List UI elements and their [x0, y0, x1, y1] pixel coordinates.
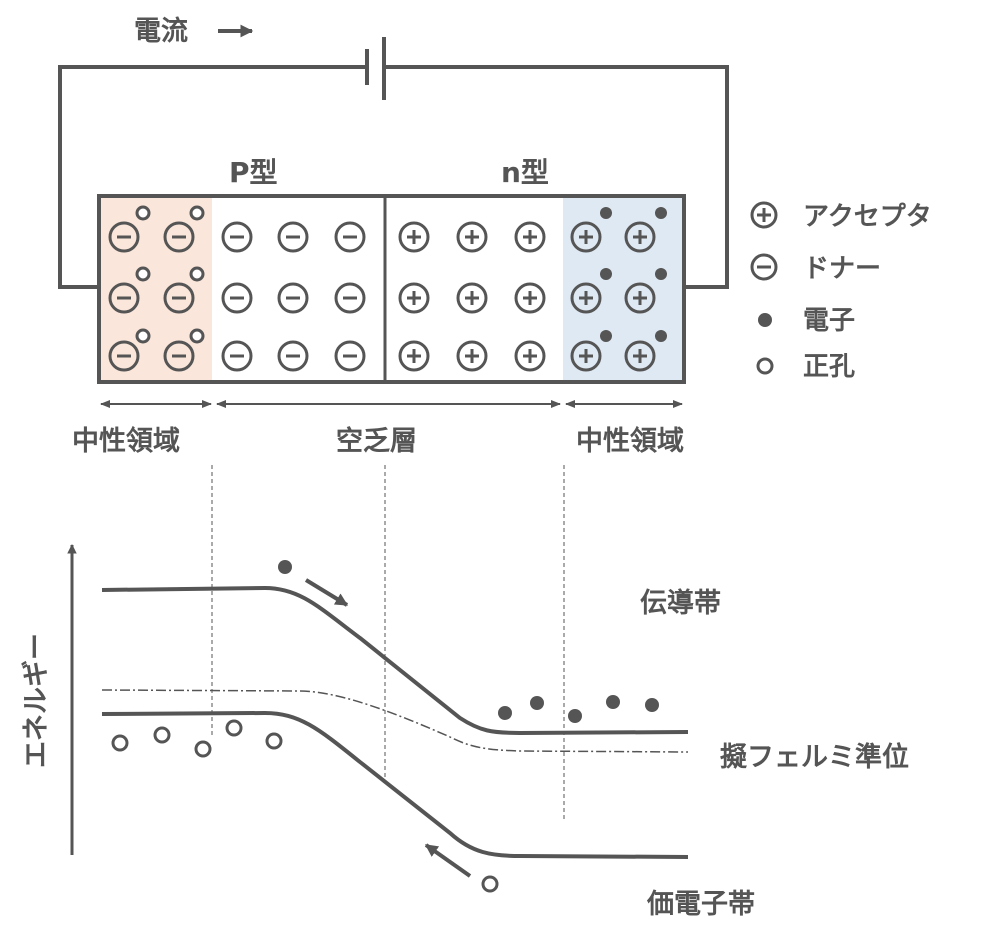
donor-ion-icon [221, 282, 253, 314]
ion-grid [108, 205, 667, 372]
acceptor-ion-icon [398, 221, 430, 253]
acceptor-ion-icon [570, 282, 602, 314]
donor-ion-icon [163, 221, 195, 253]
donor-ion-icon [163, 340, 195, 372]
valence-band-curve [101, 710, 689, 859]
legend-hole-label: 正孔 [803, 352, 855, 382]
electron-flow-arrow-icon [304, 578, 349, 607]
donor-ion-icon [108, 221, 140, 253]
band-electron [498, 706, 512, 720]
band-electron [645, 698, 659, 712]
acceptor-ion-icon [570, 221, 602, 253]
electron-dot [655, 330, 667, 342]
band-hole [265, 732, 283, 750]
n-type-label: n型 [501, 156, 549, 189]
band-electron [606, 695, 620, 709]
donor-ion-icon [108, 340, 140, 372]
legend: アクセプタ ドナー 電子 正孔 [750, 201, 932, 382]
hole-dot [135, 328, 151, 344]
donor-ion-icon [221, 221, 253, 253]
donor-ion-icon [221, 340, 253, 372]
legend-acceptor-label: アクセプタ [803, 202, 932, 232]
acceptor-ion-icon [570, 340, 602, 372]
band-electron [278, 560, 292, 574]
right-neutral-region-label: 中性領域 [576, 425, 684, 457]
donor-ion-icon [277, 221, 309, 253]
acceptor-ion-icon [456, 282, 488, 314]
band-hole [153, 726, 171, 744]
band-hole [194, 740, 212, 758]
band-hole [111, 734, 129, 752]
quasi-fermi-level-label: 擬フェルミ準位 [720, 741, 909, 773]
band-electron [568, 709, 582, 723]
valence-band-label: 価電子帯 [646, 888, 755, 920]
donor-ion-icon [277, 340, 309, 372]
quasi-fermi-level-line [101, 689, 689, 753]
electron-dot [655, 268, 667, 280]
depletion-layer-label: 空乏層 [336, 425, 417, 457]
donor-ion-icon [163, 282, 195, 314]
band-hole [225, 719, 243, 737]
legend-electron-label: 電子 [803, 306, 855, 336]
hole-dot [135, 205, 151, 221]
pn-junction-block [97, 194, 686, 384]
circle-minus-icon [750, 253, 778, 281]
region-boundary-guides [211, 465, 565, 822]
band-hole [481, 875, 499, 893]
band-electron [530, 696, 544, 710]
electron-dot [600, 330, 612, 342]
donor-ion-icon [334, 340, 366, 372]
acceptor-ion-icon [398, 340, 430, 372]
hole-dot [189, 205, 205, 221]
hole-flow-arrow-icon [424, 843, 472, 878]
hole-dot [135, 266, 151, 282]
current-label: 電流 [134, 16, 188, 47]
electron-dot [600, 207, 612, 219]
acceptor-ion-icon [456, 340, 488, 372]
acceptor-ion-icon [514, 340, 546, 372]
donor-ion-icon [334, 221, 366, 253]
acceptor-ion-icon [514, 221, 546, 253]
acceptor-ion-icon [624, 221, 656, 253]
conduction-band-curve [101, 585, 689, 736]
donor-ion-icon [108, 282, 140, 314]
acceptor-ion-icon [624, 282, 656, 314]
circuit-wire [58, 37, 729, 289]
electron-dot [655, 207, 667, 219]
conduction-band-label: 伝導帯 [640, 587, 721, 619]
acceptor-ion-icon [456, 221, 488, 253]
p-type-label: P型 [229, 156, 278, 189]
band-carriers [111, 560, 659, 893]
acceptor-ion-icon [624, 340, 656, 372]
legend-donor-label: ドナー [803, 254, 881, 284]
n-neutral-region [563, 196, 684, 382]
donor-ion-icon [334, 282, 366, 314]
donor-ion-icon [277, 282, 309, 314]
open-circle-icon [756, 357, 774, 375]
filled-dot-icon [758, 313, 772, 327]
energy-axis-label: エネルギー [21, 633, 52, 768]
acceptor-ion-icon [398, 282, 430, 314]
hole-dot [189, 266, 205, 282]
left-neutral-region-label: 中性領域 [72, 425, 180, 457]
acceptor-ion-icon [514, 282, 546, 314]
circle-plus-icon [750, 201, 778, 229]
electron-dot [600, 268, 612, 280]
hole-dot [189, 328, 205, 344]
